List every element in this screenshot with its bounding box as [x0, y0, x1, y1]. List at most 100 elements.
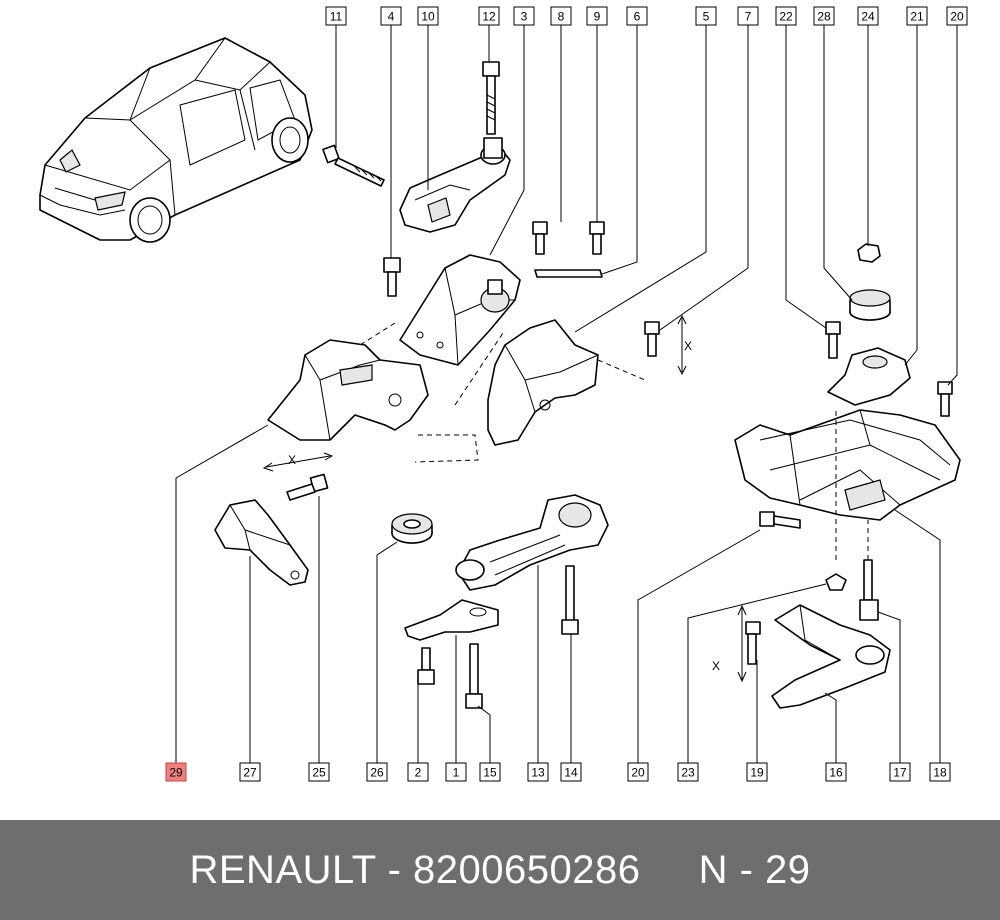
callout-number: 29	[169, 766, 183, 780]
callout-21: 21	[906, 6, 928, 26]
callout-13: 13	[527, 762, 549, 782]
callout-14: 14	[560, 762, 582, 782]
callout-box	[746, 762, 768, 782]
callout-box	[586, 6, 608, 26]
washer-26	[391, 513, 433, 544]
callout-box	[380, 6, 402, 26]
bolt-20	[759, 511, 801, 529]
callout-16: 16	[825, 762, 847, 782]
callout-19: 19	[746, 762, 768, 782]
callout-box	[445, 762, 467, 782]
callout-4: 4	[380, 6, 402, 26]
callout-box	[478, 6, 500, 26]
callout-box	[889, 762, 911, 782]
bolt-4	[383, 257, 401, 297]
dimension-x-bottom: X	[712, 604, 747, 683]
callout-number: 18	[933, 766, 947, 780]
callout-box	[946, 6, 968, 26]
callout-1: 1	[445, 762, 467, 782]
callout-box	[677, 762, 699, 782]
callout-number: 25	[312, 766, 326, 780]
callout-box	[775, 6, 797, 26]
callout-number: 7	[745, 10, 752, 24]
bolt-22	[825, 321, 841, 359]
callout-box	[737, 6, 759, 26]
callout-box	[325, 6, 347, 26]
callout-box	[407, 762, 429, 782]
callout-box	[513, 6, 535, 26]
callout-number: 14	[564, 766, 578, 780]
callout-number: 26	[370, 766, 384, 780]
callout-number: 23	[681, 766, 695, 780]
callout-9: 9	[586, 6, 608, 26]
bolt-12	[482, 61, 500, 135]
callout-number: 28	[817, 10, 831, 24]
callout-29-highlighted: 29	[165, 762, 187, 782]
callout-number: 13	[531, 766, 545, 780]
callout-box	[906, 6, 928, 26]
callout-number: 8	[558, 10, 565, 24]
callout-10: 10	[417, 6, 439, 26]
callout-number: 1	[453, 766, 460, 780]
callout-7: 7	[737, 6, 759, 26]
rubber-pad-28	[849, 289, 891, 321]
callout-number: 11	[330, 10, 343, 24]
callout-number: 2	[415, 766, 422, 780]
callout-number: 15	[483, 766, 497, 780]
callout-box	[825, 762, 847, 782]
bolt-8	[532, 221, 548, 255]
bolt-25	[286, 473, 329, 501]
bracket-1	[404, 599, 499, 641]
callout-box	[813, 6, 835, 26]
bolt-17	[859, 559, 879, 621]
callout-box	[366, 762, 388, 782]
callout-18: 18	[929, 762, 951, 782]
bolt-11	[322, 144, 385, 187]
car-illustration	[39, 37, 313, 243]
callout-box	[417, 6, 439, 26]
bolt-20-top	[937, 381, 953, 417]
callout-number: 17	[893, 766, 907, 780]
link-plate-6	[534, 269, 603, 278]
washer-23	[825, 573, 847, 591]
dimension-label: X	[288, 453, 296, 467]
callout-box	[550, 6, 572, 26]
lower-arm-16	[771, 604, 891, 709]
callout-number: 20	[631, 766, 645, 780]
engine-mount-3	[399, 254, 521, 366]
callout-box	[627, 762, 649, 782]
callout-box	[929, 762, 951, 782]
callout-box	[527, 762, 549, 782]
callout-box	[165, 762, 187, 782]
footer-bar: RENAULT - 8200650286 N - 29	[0, 820, 1000, 920]
callout-number: 20	[950, 10, 964, 24]
callout-number: 5	[703, 10, 710, 24]
bolt-15	[465, 643, 483, 709]
exploded-parts-diagram: X X	[39, 6, 968, 782]
bolt-2	[417, 647, 435, 685]
callout-number: 4	[388, 10, 395, 24]
callout-number: 21	[910, 10, 924, 24]
callout-number: 12	[482, 10, 496, 24]
dimension-label: X	[684, 339, 692, 353]
callout-number: 3	[521, 10, 528, 24]
callout-5: 5	[695, 6, 717, 26]
callout-number: 24	[861, 10, 875, 24]
dimension-label: X	[712, 659, 720, 673]
callout-20: 20	[946, 6, 968, 26]
callout-number: 27	[243, 766, 257, 780]
nut-24	[857, 243, 881, 263]
mount-21	[827, 347, 911, 406]
torque-link-10	[399, 137, 511, 233]
callout-25: 25	[308, 762, 330, 782]
callout-27: 27	[239, 762, 261, 782]
leader-lines	[175, 24, 958, 764]
callout-box	[239, 762, 261, 782]
bolt-14	[561, 565, 579, 635]
callout-number: 19	[750, 766, 764, 780]
callout-number: 16	[829, 766, 843, 780]
callout-6: 6	[626, 6, 648, 26]
callout-24: 24	[857, 6, 879, 26]
callout-number: 9	[594, 10, 601, 24]
